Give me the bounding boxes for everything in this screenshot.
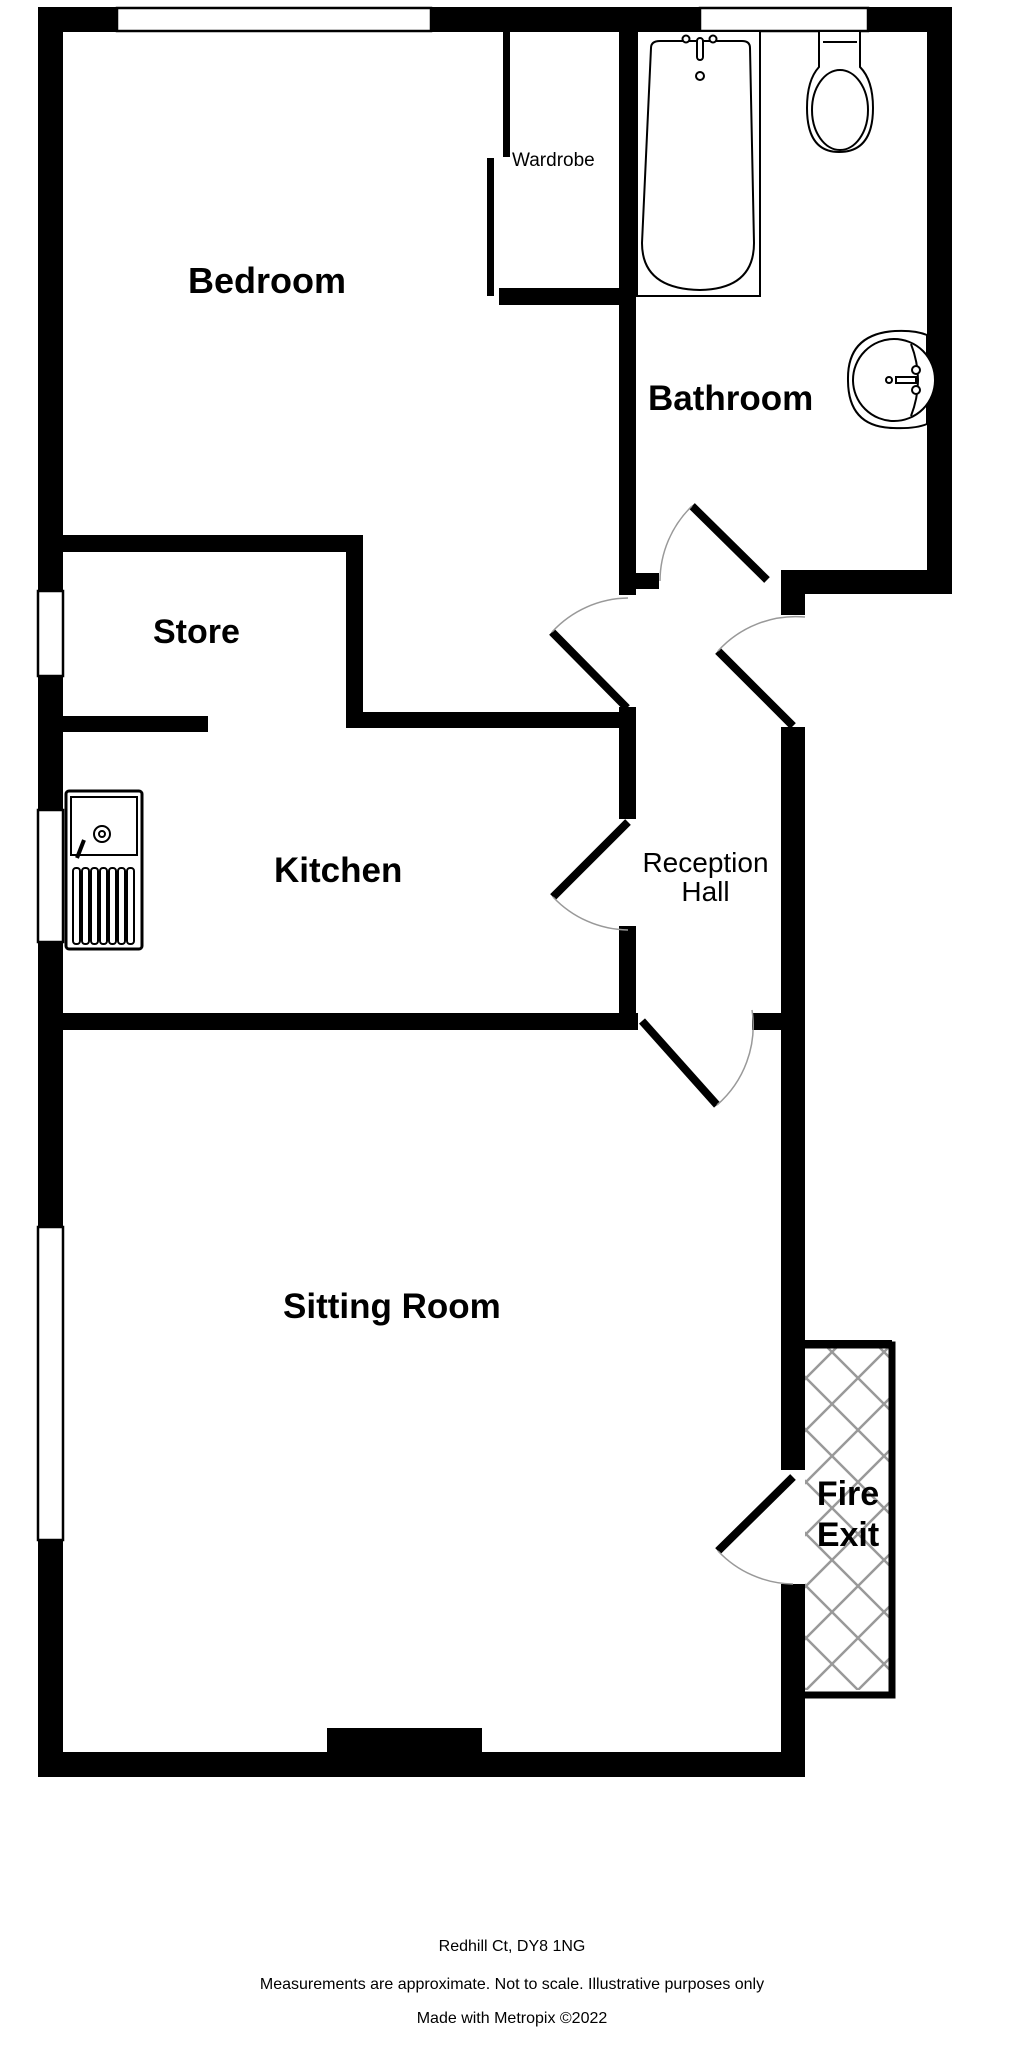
window-kitchen: [36, 808, 65, 944]
door-entrance: [715, 615, 806, 729]
door-sitting-room: [639, 1009, 754, 1108]
window-bedroom: [115, 6, 433, 33]
door-bathroom: [659, 503, 770, 583]
windows: [36, 6, 870, 1542]
room-label-bathroom: Bathroom: [648, 379, 814, 418]
door-fire-exit: [715, 1474, 796, 1585]
kitchen-sink-fixture: [64, 789, 144, 951]
room-label-reception-line1: Reception: [642, 847, 769, 878]
room-label-wardrobe: Wardrobe: [512, 150, 595, 171]
basin-fixture: [846, 329, 936, 430]
room-label-sitting-room: Sitting Room: [283, 1287, 501, 1326]
window-store: [36, 589, 65, 678]
door-kitchen: [550, 819, 631, 931]
bath-fixture: [636, 30, 761, 297]
fire-exit-balcony: [805, 1340, 896, 1699]
room-label-reception-hall: Reception Hall: [628, 848, 783, 907]
room-label-fire-exit: Fire Exit: [808, 1474, 888, 1556]
window-bathroom: [698, 6, 870, 33]
room-label-fire-line1: Fire: [816, 1475, 880, 1513]
window-sitting-room: [36, 1225, 65, 1542]
footer-disclaimer: Measurements are approximate. Not to sca…: [259, 1976, 765, 1993]
room-label-store: Store: [153, 613, 240, 651]
room-label-fire-line2: Exit: [816, 1515, 880, 1554]
floor-plan: [36, 6, 952, 1777]
room-label-bedroom: Bedroom: [188, 260, 347, 301]
footer-credit: Made with Metropix ©2022: [416, 2010, 608, 2027]
internal-walls: [63, 7, 786, 1030]
room-label-reception-line2: Hall: [681, 876, 730, 908]
door-bedroom: [549, 597, 630, 711]
footer-address: Redhill Ct, DY8 1NG: [438, 1938, 586, 1955]
room-label-kitchen: Kitchen: [274, 851, 403, 890]
doors: [549, 503, 806, 1585]
toilet-fixture: [805, 30, 875, 154]
